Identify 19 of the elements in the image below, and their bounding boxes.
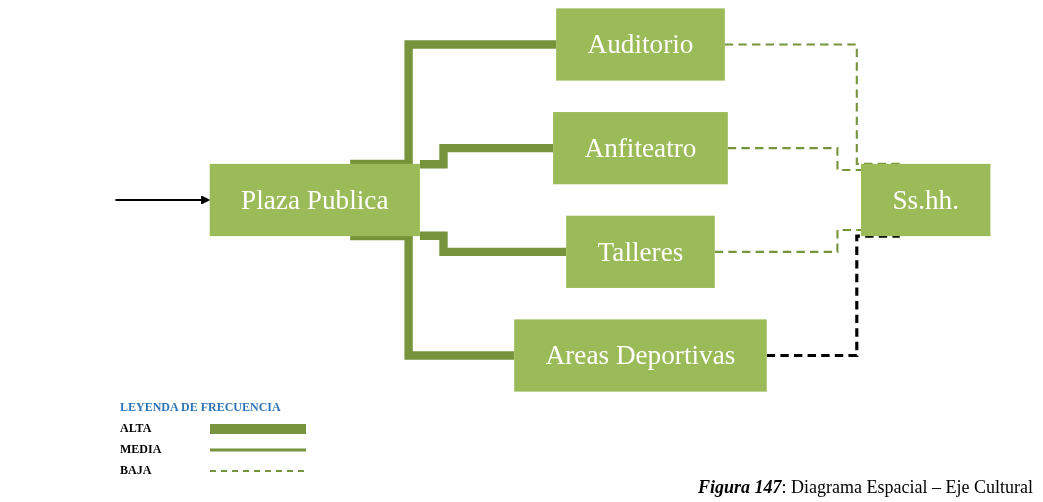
connector bbox=[724, 43, 900, 165]
figure-caption: Figura 147: Diagrama Espacial – Eje Cultural bbox=[698, 477, 1033, 498]
legend-label: MEDIA bbox=[120, 442, 163, 457]
node-box: Areas Deportivas bbox=[514, 319, 767, 392]
node-box: Talleres bbox=[566, 215, 715, 288]
connector bbox=[419, 144, 554, 169]
legend-label: BAJA bbox=[120, 463, 153, 478]
connector bbox=[350, 40, 557, 169]
legend-label: ALTA bbox=[120, 421, 153, 436]
connector bbox=[714, 228, 861, 253]
node-box: Plaza Publica bbox=[209, 163, 420, 237]
connector bbox=[727, 147, 861, 172]
node-box: Anfiteatro bbox=[553, 112, 728, 185]
node-box: Auditorio bbox=[556, 8, 725, 81]
connector bbox=[766, 234, 900, 358]
node-box: Ss.hh. bbox=[861, 163, 991, 237]
legend-title: LEYENDA DE FRECUENCIA bbox=[120, 400, 282, 415]
connector bbox=[419, 231, 567, 257]
arrow bbox=[115, 195, 211, 205]
